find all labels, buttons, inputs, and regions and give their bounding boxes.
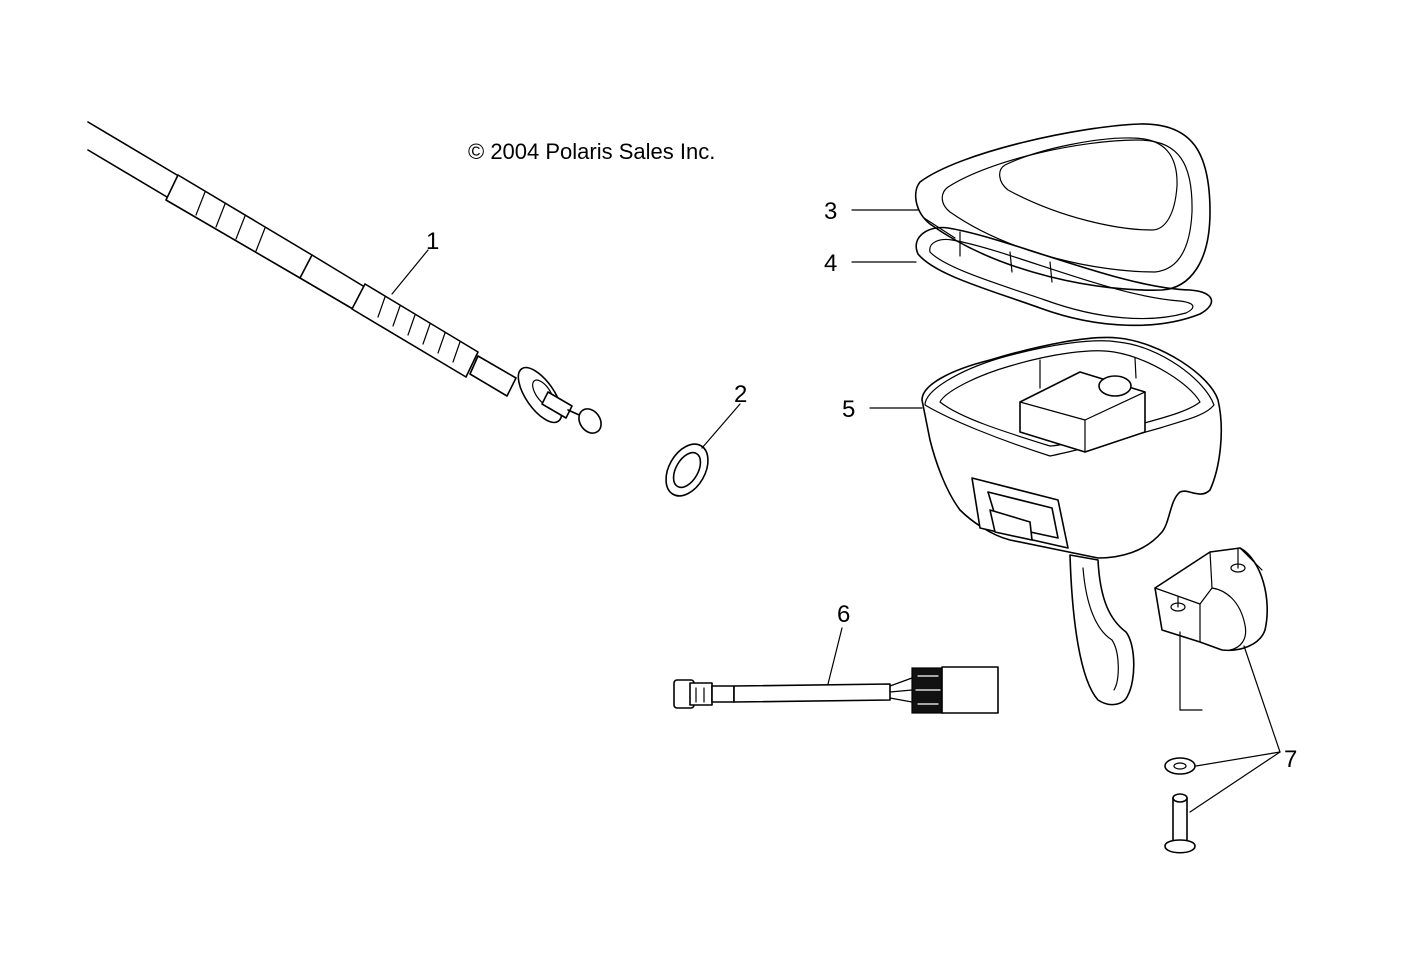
callout-6: 6 — [837, 601, 850, 628]
callout-2: 2 — [734, 381, 747, 408]
callout-numbers: 1 2 3 4 5 6 7 — [426, 198, 1297, 773]
lock-washer — [1164, 757, 1196, 775]
copyright-text: © 2004 Polaris Sales Inc. — [468, 139, 715, 164]
throttle-cover — [914, 123, 1211, 291]
callout-4: 4 — [824, 250, 837, 277]
cover-gasket — [915, 226, 1213, 327]
throttle-cable — [87, 121, 602, 434]
o-ring — [665, 443, 709, 497]
wire-harness — [673, 666, 999, 714]
leader-lines — [391, 209, 1281, 813]
callout-7: 7 — [1284, 746, 1297, 773]
handlebar-clamp — [1154, 547, 1268, 711]
callout-3: 3 — [824, 198, 837, 225]
throttle-housing — [921, 336, 1223, 706]
callout-5: 5 — [842, 396, 855, 423]
clamp-screw — [1164, 793, 1196, 854]
callout-1: 1 — [426, 228, 439, 255]
